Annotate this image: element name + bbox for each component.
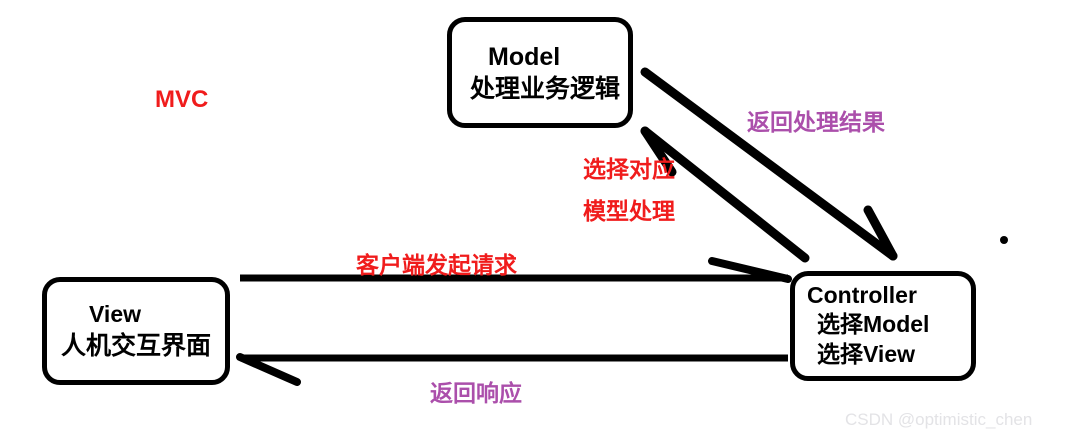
edge-label-select-model-line2: 模型处理 [583, 198, 675, 224]
arrow-controller-to-model-head [640, 126, 677, 177]
arrow-model-to-controller-head [863, 205, 898, 261]
node-view-description: 人机交互界面 [61, 331, 212, 360]
node-controller[interactable]: Controller 选择Model 选择View [790, 271, 976, 381]
diagram-title-mvc: MVC [155, 86, 209, 113]
edge-label-select-model-line1: 选择对应 [583, 156, 675, 182]
arrow-view-to-controller-head [708, 257, 792, 283]
arrow-controller-to-view-head [236, 353, 301, 386]
node-model-description: 处理业务逻辑 [470, 74, 621, 103]
stray-dot [1000, 236, 1008, 244]
arrow-controller-to-model-line [640, 126, 810, 263]
csdn-watermark: CSDN @optimistic_chen [845, 410, 1033, 429]
edge-label-client-request: 客户端发起请求 [356, 252, 517, 278]
node-view[interactable]: View 人机交互界面 [42, 277, 230, 385]
arrow-model-to-controller-line [640, 67, 898, 261]
node-controller-detail-model: 选择Model [817, 311, 930, 338]
node-controller-title: Controller [807, 282, 917, 308]
edge-label-return-result: 返回处理结果 [747, 109, 885, 135]
node-model[interactable]: Model 处理业务逻辑 [447, 17, 633, 128]
node-view-title: View [89, 301, 141, 328]
edge-label-return-response: 返回响应 [430, 380, 522, 406]
node-controller-detail-view: 选择View [817, 340, 915, 367]
node-model-title: Model [488, 42, 561, 71]
